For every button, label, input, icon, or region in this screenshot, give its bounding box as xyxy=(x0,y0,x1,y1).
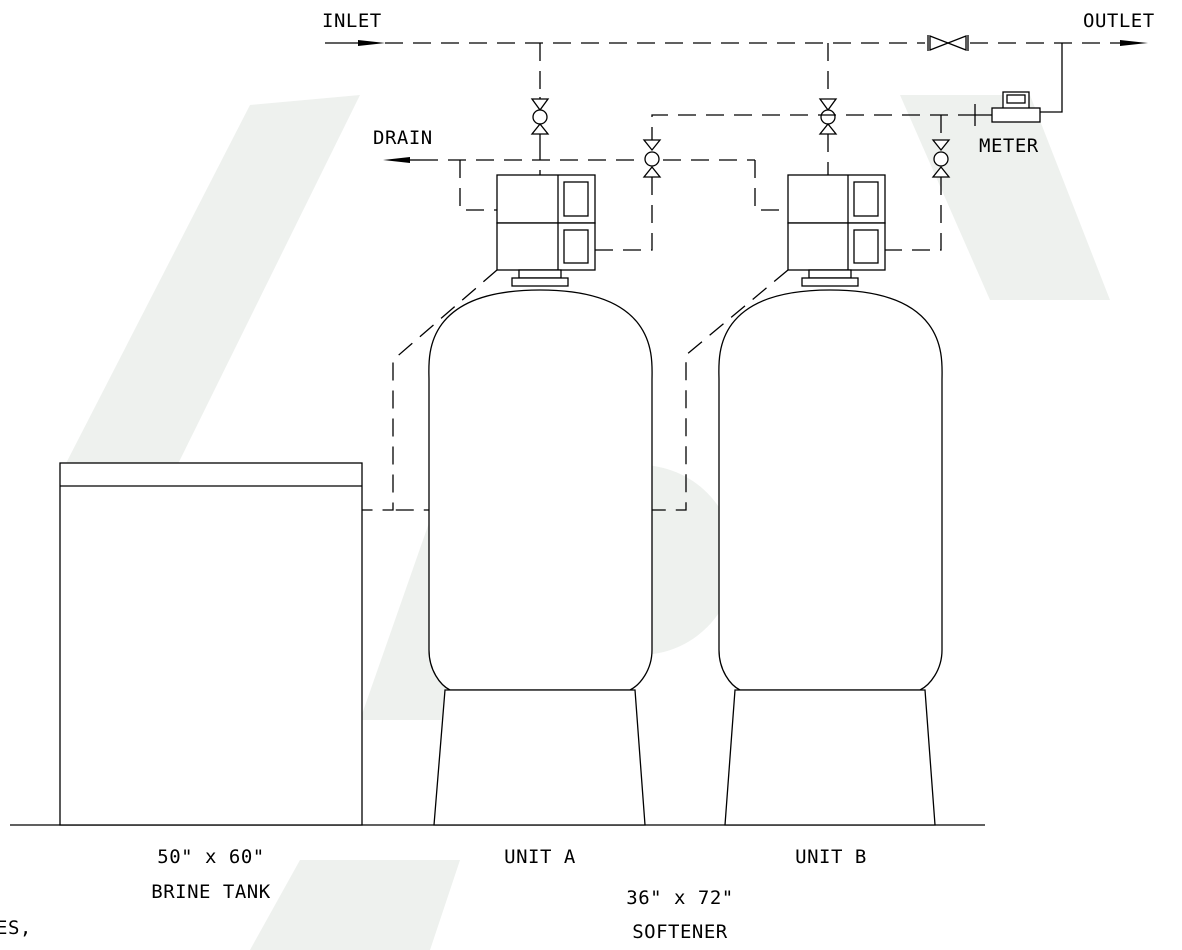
brine-name-label: BRINE TANK xyxy=(151,881,270,903)
unit-a-inlet-line xyxy=(530,43,550,175)
main-pipe xyxy=(325,40,1148,46)
drain-valve xyxy=(595,139,662,251)
drain-label: DRAIN xyxy=(373,127,433,149)
service-header xyxy=(651,114,975,145)
outlet-label: OUTLET xyxy=(1083,10,1155,32)
unit-a-tank xyxy=(428,289,653,826)
unit-b-service-valve xyxy=(885,115,951,251)
unit-a-label: UNIT A xyxy=(504,846,576,868)
brine-line-unit-a xyxy=(362,269,498,511)
watermark-stripe-right xyxy=(900,95,1110,300)
softener-name-label: SOFTENER xyxy=(632,921,728,943)
unit-b-label: UNIT B xyxy=(795,846,867,868)
inlet-label: INLET xyxy=(322,10,382,32)
brine-tank xyxy=(59,462,363,826)
brine-size-label: 50" x 60" xyxy=(157,846,264,868)
softener-size-label: 36" x 72" xyxy=(626,887,733,909)
unit-b-tank xyxy=(718,289,943,826)
unit-a-control-valve xyxy=(496,174,596,287)
drain-line xyxy=(383,157,788,211)
unit-b-control-valve xyxy=(787,174,886,287)
watermark-stripe-left xyxy=(60,95,360,475)
meter-label: METER xyxy=(979,135,1039,157)
outlet-arrow xyxy=(1120,40,1148,46)
inlet-arrow xyxy=(358,40,385,46)
drain-arrow xyxy=(383,157,410,163)
watermark-stripe-bottom xyxy=(250,860,460,950)
bypass-valve xyxy=(927,35,969,51)
outlet-riser xyxy=(1040,43,1063,113)
unit-b-inlet-line xyxy=(818,43,838,175)
meter xyxy=(974,91,1041,126)
cut-off-note: ES, xyxy=(0,917,32,939)
